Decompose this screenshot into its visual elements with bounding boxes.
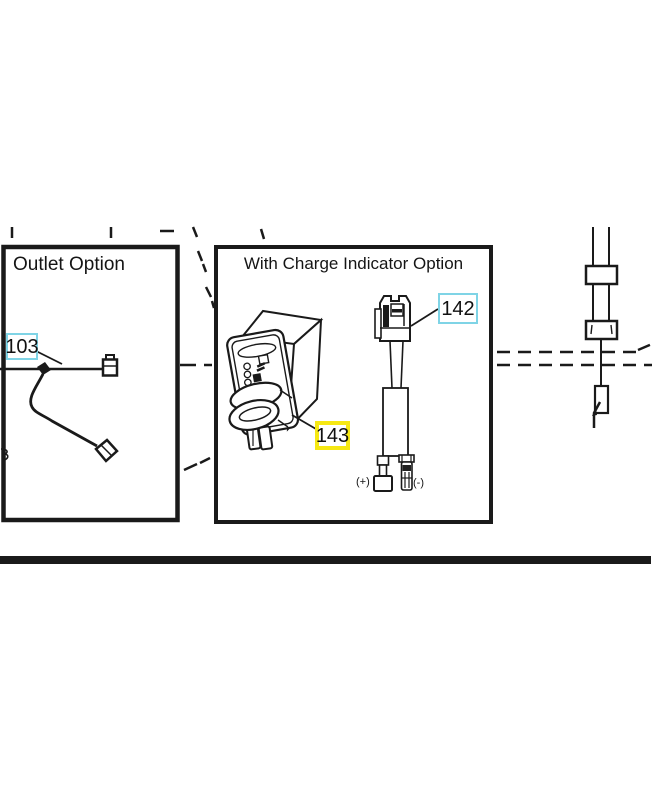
part-callout-143[interactable]: 143 xyxy=(315,421,350,450)
negative-terminal-icon xyxy=(398,454,415,491)
cropped-component-fragment xyxy=(0,448,9,461)
callout-142-leader-line xyxy=(410,308,439,327)
inline-connector-upper xyxy=(584,264,619,286)
panel-glyphs xyxy=(252,353,270,383)
gap-dashed-reference-marks xyxy=(180,363,212,472)
outlet-connector-icon xyxy=(101,354,119,377)
callout-143-leader-line xyxy=(291,414,317,430)
charge-panel-title: With Charge Indicator Option xyxy=(243,254,464,273)
positive-terminal-label: (+) xyxy=(356,476,370,488)
part-callout-103[interactable]: 103 xyxy=(5,333,39,360)
wire-junction-marker xyxy=(37,362,51,375)
positive-terminal-icon xyxy=(373,455,393,492)
curved-wire xyxy=(29,373,98,448)
part-callout-143-label: 143 xyxy=(315,424,350,447)
outlet-harness-drawing xyxy=(0,350,119,463)
harness-sleeve xyxy=(382,387,409,457)
charge-indicator-device-drawing xyxy=(226,309,324,451)
frame-divider-line xyxy=(0,556,651,564)
led-indicator-icons xyxy=(243,362,252,387)
negative-terminal-label: (-) xyxy=(413,477,424,489)
top-dashed-reference-marks xyxy=(10,226,266,309)
part-callout-142-label: 142 xyxy=(441,297,475,320)
outlet-option-box xyxy=(1,244,180,523)
right-dashed-reference-lines xyxy=(497,342,652,367)
device-knob xyxy=(228,381,293,431)
part-callout-142[interactable]: 142 xyxy=(438,293,478,324)
inline-connector-lower xyxy=(584,319,619,341)
charge-harness-drawing xyxy=(373,295,439,492)
part-callout-103-label: 103 xyxy=(5,335,39,358)
harness-connector-icon xyxy=(374,295,411,342)
callout-103-leader-line xyxy=(35,350,63,365)
fuse-holder-wire-drawing xyxy=(584,227,619,428)
outlet-panel-title: Outlet Option xyxy=(13,254,125,275)
wire-end-plug-icon xyxy=(94,438,119,463)
